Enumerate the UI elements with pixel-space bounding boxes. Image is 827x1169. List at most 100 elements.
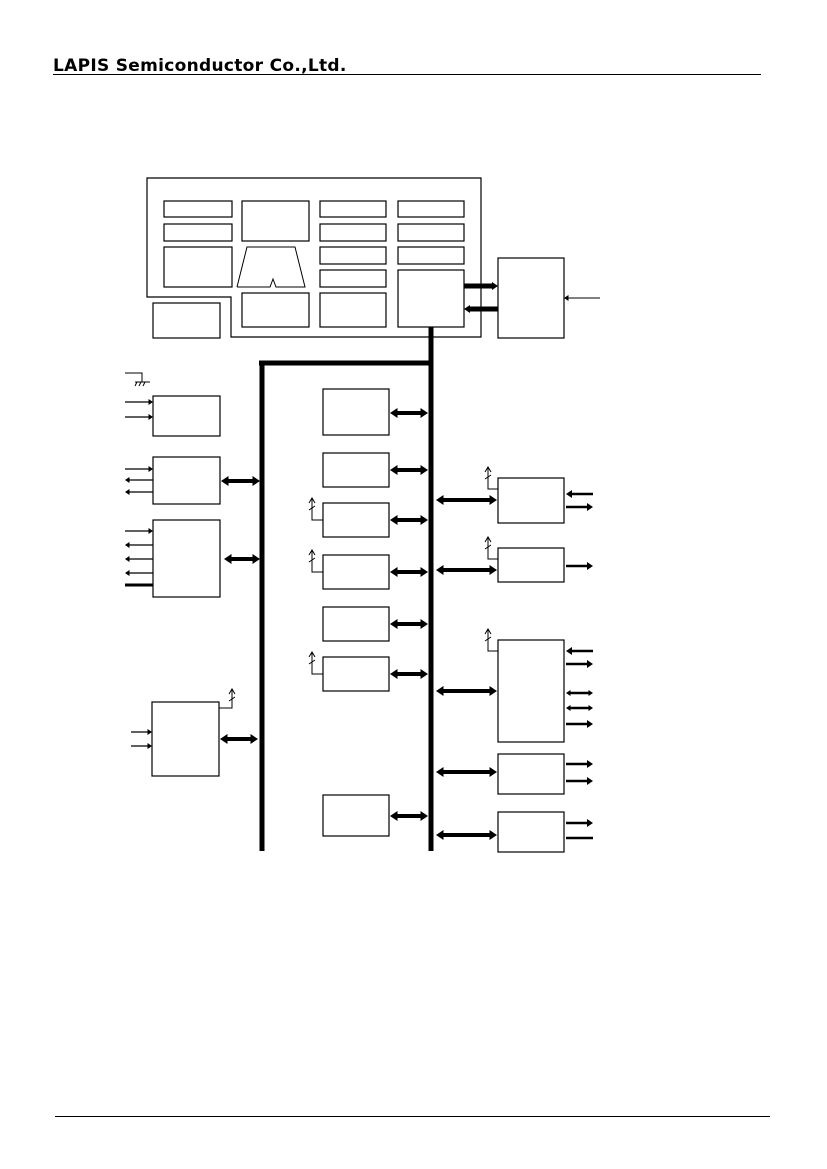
arrow-head-icon: [390, 811, 398, 821]
peripheral-block: [322, 606, 390, 642]
arrow-head-icon: [566, 490, 572, 498]
clock-slash: [308, 659, 316, 665]
clock-slash: [484, 474, 492, 480]
ground-icon: [138, 381, 142, 387]
arrow-head-icon: [464, 305, 470, 313]
clock-line: [311, 513, 323, 521]
arrow-head-icon: [566, 647, 572, 655]
arrow-head-icon: [436, 495, 444, 505]
clock-arrow-icon: [484, 466, 492, 473]
memory-block: [497, 257, 565, 339]
clock-slash: [228, 696, 236, 702]
clock-arrow-icon: [484, 628, 492, 635]
arrow-head-icon: [587, 819, 593, 827]
arrow-head-icon: [221, 476, 229, 486]
arrow-head-icon: [420, 408, 428, 418]
arrow-head-icon: [587, 562, 593, 570]
ground-icon: [134, 381, 138, 387]
clock-arrow-icon: [308, 651, 316, 658]
company-header: LAPIS Semiconductor Co.,Ltd.: [53, 56, 347, 76]
clock-arrow-icon: [308, 549, 316, 556]
peripheral-block: [322, 388, 390, 436]
arrow-head-icon: [587, 777, 593, 785]
arrow-head-icon: [148, 528, 153, 534]
arrow-head-icon: [588, 690, 593, 696]
peripheral-block: [497, 811, 565, 853]
alu-trapezoid: [236, 246, 306, 288]
peripheral-block: [497, 547, 565, 583]
cpu-sub-block: [319, 246, 387, 265]
arrow-head-icon: [390, 515, 398, 525]
arrow-head-icon: [489, 830, 497, 840]
clock-line: [219, 704, 233, 709]
arrow-head-icon: [390, 465, 398, 475]
arrow-head-icon: [566, 705, 571, 711]
cpu-sub-block: [397, 246, 465, 265]
arrow-head-icon: [566, 690, 571, 696]
arrow-head-icon: [420, 669, 428, 679]
clock-arrow-icon: [484, 536, 492, 543]
block-box: [152, 519, 221, 598]
cpu-sub-block: [241, 200, 310, 242]
clock-slash: [308, 505, 316, 511]
cpu-sub-block: [397, 269, 465, 328]
arrow-head-icon: [587, 760, 593, 768]
arrow-head-icon: [125, 477, 130, 483]
arrow-head-icon: [390, 669, 398, 679]
footer-rule: [55, 1116, 770, 1117]
peripheral-block: [322, 452, 390, 488]
header-rule: [53, 74, 761, 75]
standalone-block: [152, 302, 221, 339]
block-box: [152, 395, 221, 437]
clock-line: [487, 552, 498, 560]
peripheral-block: [322, 554, 390, 590]
arrow-head-icon: [587, 503, 593, 511]
cpu-sub-block: [319, 223, 387, 242]
arrow-head-icon: [220, 734, 228, 744]
arrow-head-icon: [564, 295, 569, 301]
clock-slash: [308, 557, 316, 563]
arrow-head-icon: [250, 734, 258, 744]
arrow-head-icon: [390, 567, 398, 577]
arrow-head-icon: [436, 830, 444, 840]
arrow-head-icon: [489, 767, 497, 777]
arrow-head-icon: [125, 489, 130, 495]
cpu-sub-block: [163, 246, 233, 288]
arrow-head-icon: [420, 465, 428, 475]
ground-icon: [142, 381, 146, 387]
arrow-head-icon: [125, 570, 130, 576]
arrow-head-icon: [252, 476, 260, 486]
cpu-sub-block: [241, 292, 310, 328]
peripheral-block: [322, 656, 390, 692]
clock-line: [487, 482, 498, 490]
arrow-head-icon: [420, 515, 428, 525]
clock-line: [487, 644, 498, 652]
clock-line: [311, 667, 323, 675]
arrow-head-icon: [148, 399, 153, 405]
arrow-head-icon: [125, 556, 130, 562]
arrow-head-icon: [252, 554, 260, 564]
arrow-head-icon: [489, 686, 497, 696]
arrow-head-icon: [492, 282, 498, 290]
arrow-head-icon: [436, 767, 444, 777]
arrow-head-icon: [587, 660, 593, 668]
peripheral-block: [497, 477, 565, 524]
clock-line: [311, 565, 323, 573]
cpu-sub-block: [319, 200, 387, 218]
cpu-sub-block: [163, 200, 233, 218]
clock-slash: [484, 636, 492, 642]
cpu-core-outline: [146, 177, 482, 338]
peripheral-block: [322, 502, 390, 538]
block-box: [151, 701, 220, 777]
arrow-head-icon: [588, 705, 593, 711]
ground-line: [125, 372, 143, 382]
cpu-sub-block: [163, 223, 233, 242]
cpu-sub-block: [319, 292, 387, 328]
clock-slash: [484, 544, 492, 550]
arrow-head-icon: [420, 567, 428, 577]
peripheral-block: [497, 639, 565, 743]
clock-arrow-icon: [228, 688, 236, 695]
arrow-head-icon: [390, 619, 398, 629]
arrow-head-icon: [147, 729, 152, 735]
